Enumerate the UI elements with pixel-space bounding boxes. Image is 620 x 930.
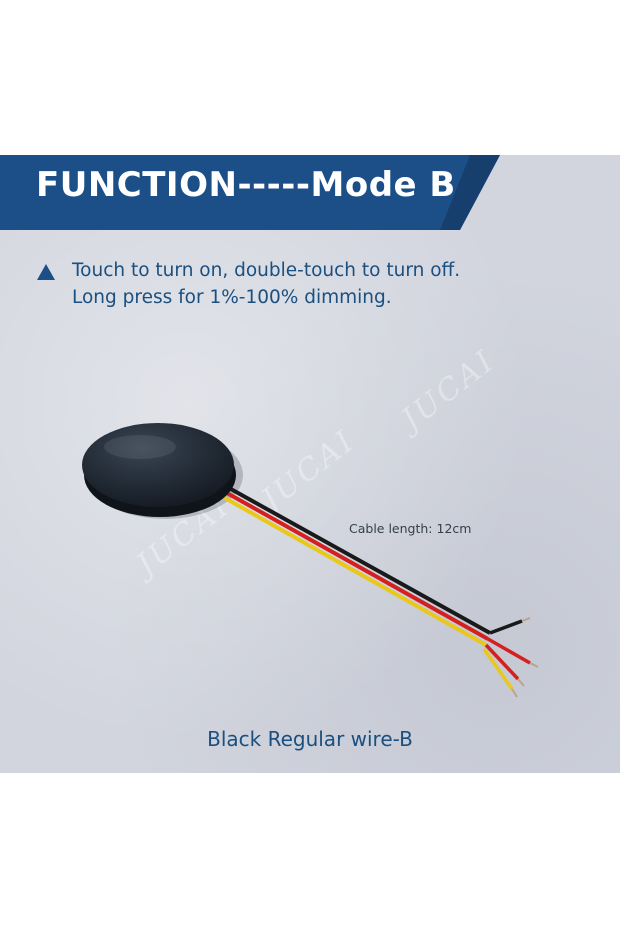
title-banner: FUNCTION-----Mode B [0,155,620,230]
banner-title: FUNCTION-----Mode B [36,165,456,205]
feature-description: Touch to turn on, double-touch to turn o… [36,257,596,311]
touch-sensor-disc [82,423,236,517]
cable-length-label: Cable length: 12cm [349,521,472,536]
product-panel: FUNCTION-----Mode B Touch to turn on, do… [0,155,620,773]
feature-line-2: Long press for 1%-100% dimming. [72,287,392,308]
banner-shape [0,155,500,230]
product-caption: Black Regular wire-B [207,727,413,751]
feature-line-1: Touch to turn on, double-touch to turn o… [72,260,461,281]
wire-bundle [215,481,539,698]
triangle-bullet-icon [37,264,55,280]
touch-sensor-image [82,423,539,698]
